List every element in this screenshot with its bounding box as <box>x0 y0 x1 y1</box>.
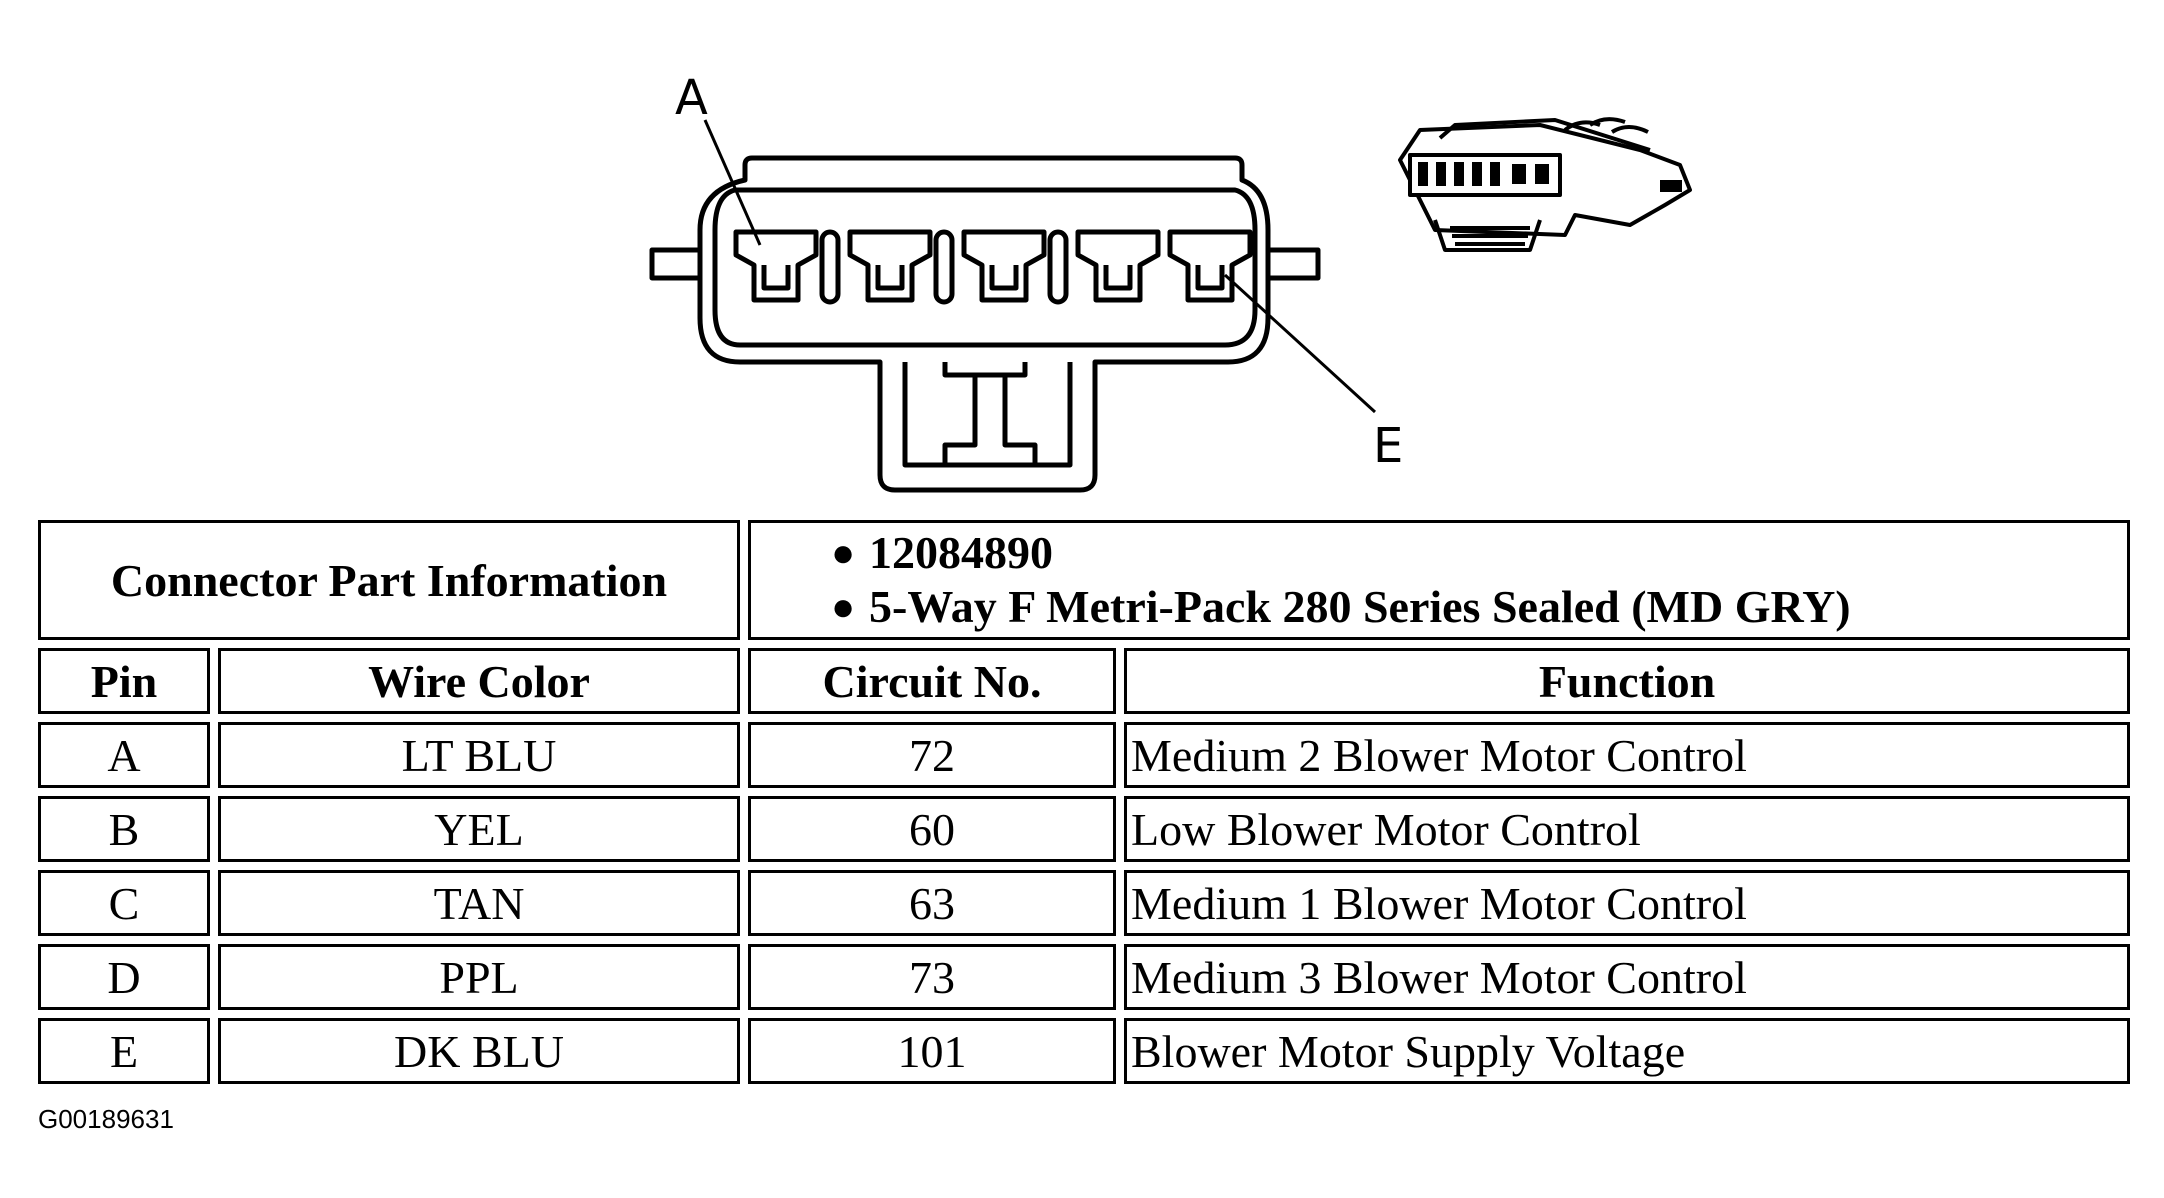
pin-cell-text: C <box>108 877 140 929</box>
connector-part-label: Connector Part Information <box>110 554 668 606</box>
terminal-cavity <box>1167 229 1253 303</box>
header-circuit-text: Circuit No. <box>822 655 1042 707</box>
terminal-cavity <box>847 229 933 303</box>
header-wire-color-text: Wire Color <box>368 655 590 707</box>
wire-color-cell-text: PPL <box>439 951 519 1003</box>
wire-color-cell: DK BLU <box>218 1018 740 1084</box>
wire-color-cell: PPL <box>218 944 740 1010</box>
header-pin: Pin <box>38 648 210 714</box>
function-cell-text: Medium 3 Blower Motor Control <box>1131 951 1747 1003</box>
circuit-cell: 63 <box>748 870 1116 936</box>
leader-line-a <box>703 119 762 246</box>
circuit-cell-text: 72 <box>909 729 955 781</box>
connector-table: Connector Part Information ● 12084890 ● … <box>38 520 2130 1092</box>
pin-cell: D <box>38 944 210 1010</box>
function-cell-text: Blower Motor Supply Voltage <box>1131 1025 1686 1077</box>
circuit-cell-text: 60 <box>909 803 955 855</box>
connector-inner-outline <box>712 187 1258 348</box>
part-number-item: ● 12084890 <box>831 526 1053 580</box>
header-wire-color: Wire Color <box>218 648 740 714</box>
header-function-text: Function <box>1538 655 1716 707</box>
terminal-contact <box>1103 265 1133 291</box>
wire-color-cell-text: LT BLU <box>401 729 557 781</box>
circuit-cell-text: 63 <box>909 877 955 929</box>
pin-label-a: A <box>675 70 708 126</box>
pin-cell-text: E <box>109 1025 139 1077</box>
terminal-contact <box>1195 265 1225 291</box>
connector-part-label-cell: Connector Part Information <box>38 520 740 640</box>
wire-color-cell: TAN <box>218 870 740 936</box>
connector-diagram <box>649 117 1692 493</box>
header-pin-text: Pin <box>90 655 158 707</box>
connector-isometric-view <box>1398 117 1692 252</box>
terminal-cavity <box>961 229 1047 303</box>
header-function: Function <box>1124 648 2130 714</box>
wire-color-cell: YEL <box>218 796 740 862</box>
connector-housing-outline <box>697 155 1271 493</box>
right-lock-tab <box>1265 247 1321 281</box>
pin-cell: A <box>38 722 210 788</box>
function-cell-text: Low Blower Motor Control <box>1131 803 1641 855</box>
isometric-terminals <box>1418 162 1682 192</box>
part-description-item: ● 5-Way F Metri-Pack 280 Series Sealed (… <box>831 580 1851 634</box>
function-cell: Medium 1 Blower Motor Control <box>1124 870 2130 936</box>
left-lock-tab <box>649 247 703 281</box>
terminal-cavity <box>1075 229 1161 303</box>
bottom-latch <box>902 362 1073 468</box>
wire-color-cell-text: DK BLU <box>394 1025 564 1077</box>
function-cell: Blower Motor Supply Voltage <box>1124 1018 2130 1084</box>
circuit-cell: 101 <box>748 1018 1116 1084</box>
function-cell: Medium 2 Blower Motor Control <box>1124 722 2130 788</box>
terminal-cavity <box>733 229 819 303</box>
pin-label-e: E <box>1373 418 1404 474</box>
pin-cell: B <box>38 796 210 862</box>
circuit-cell: 60 <box>748 796 1116 862</box>
pin-cell-text: D <box>107 951 141 1003</box>
circuit-cell-text: 101 <box>897 1025 967 1077</box>
bullet-icon: ● <box>831 584 856 629</box>
part-description: 5-Way F Metri-Pack 280 Series Sealed (MD… <box>869 581 1851 632</box>
function-cell: Medium 3 Blower Motor Control <box>1124 944 2130 1010</box>
terminal-contact <box>875 265 905 291</box>
function-cell-text: Medium 2 Blower Motor Control <box>1131 729 1747 781</box>
pin-cell-text: A <box>107 729 141 781</box>
part-info-cell: ● 12084890 ● 5-Way F Metri-Pack 280 Seri… <box>748 520 2130 640</box>
circuit-cell: 73 <box>748 944 1116 1010</box>
pin-cell-text: B <box>108 803 140 855</box>
leader-line-e <box>1223 273 1377 414</box>
function-cell: Low Blower Motor Control <box>1124 796 2130 862</box>
wire-color-cell: LT BLU <box>218 722 740 788</box>
header-circuit: Circuit No. <box>748 648 1116 714</box>
wire-color-cell-text: TAN <box>433 877 525 929</box>
circuit-cell: 72 <box>748 722 1116 788</box>
terminal-contact <box>989 265 1019 291</box>
terminal-contact <box>761 265 791 291</box>
part-number: 12084890 <box>869 527 1053 578</box>
wire-color-cell-text: YEL <box>434 803 524 855</box>
pin-cell: E <box>38 1018 210 1084</box>
function-cell-text: Medium 1 Blower Motor Control <box>1131 877 1747 929</box>
circuit-cell-text: 73 <box>909 951 955 1003</box>
pin-cell: C <box>38 870 210 936</box>
bullet-icon: ● <box>831 530 856 575</box>
figure-id: G00189631 <box>38 1104 174 1134</box>
